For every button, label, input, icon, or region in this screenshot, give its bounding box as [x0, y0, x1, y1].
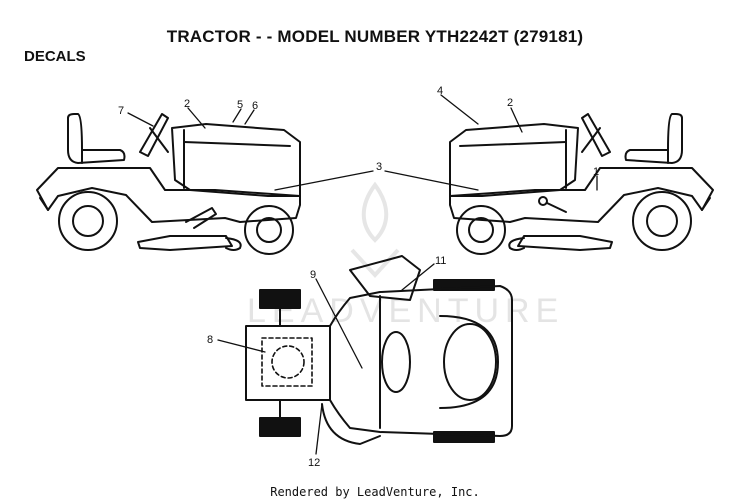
- callout-6: 6: [252, 100, 258, 112]
- section-label: DECALS: [24, 48, 86, 65]
- watermark-logo: [350, 181, 400, 278]
- callout-2-left: 2: [184, 98, 190, 110]
- top-view-tractor: [245, 255, 513, 445]
- callout-8: 8: [207, 334, 213, 346]
- callout-5: 5: [237, 99, 243, 111]
- leader-lines: [127, 94, 598, 455]
- callout-4: 4: [437, 85, 443, 97]
- callout-11: 11: [435, 255, 446, 267]
- footer-credit: Rendered by LeadVenture, Inc.: [270, 485, 480, 499]
- callout-1: 1: [593, 166, 599, 178]
- callout-3: 3: [376, 161, 382, 173]
- callout-labels: 1 2 2 3 4 5 6 7 8 9 11 12: [118, 85, 599, 469]
- callout-12: 12: [308, 457, 320, 469]
- callout-9: 9: [310, 269, 316, 281]
- callout-2-right: 2: [507, 97, 513, 109]
- page-title: TRACTOR - - MODEL NUMBER YTH2242T (27918…: [166, 27, 584, 46]
- left-side-tractor: [36, 113, 301, 255]
- right-side-tractor: [449, 113, 714, 255]
- callout-7: 7: [118, 105, 124, 117]
